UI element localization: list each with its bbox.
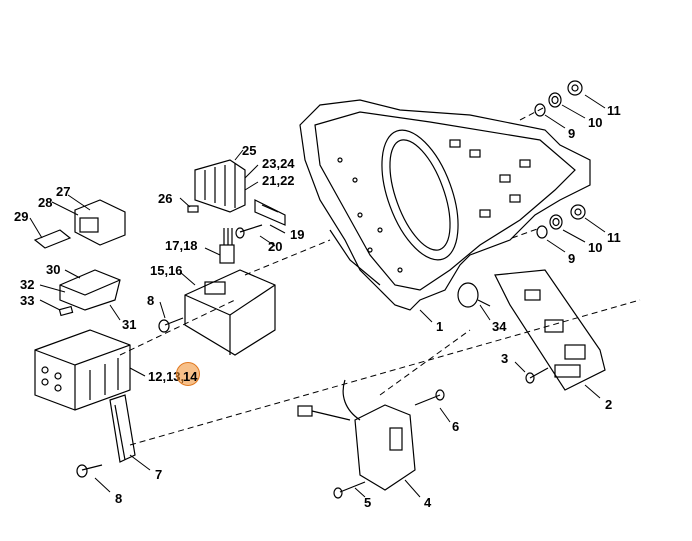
label-part-8-upper: 8 bbox=[147, 293, 155, 308]
label-part-28: 28 bbox=[38, 195, 53, 210]
label-part-8-lower: 8 bbox=[115, 491, 123, 506]
din-rail-part-7 bbox=[109, 394, 136, 463]
transformer-part-15-16 bbox=[184, 269, 276, 356]
highlight-marker[interactable] bbox=[176, 362, 200, 386]
fuse-part-33 bbox=[58, 305, 74, 317]
label-part-11-top: 11 bbox=[607, 103, 621, 118]
label-part-10-bottom: 10 bbox=[588, 240, 603, 255]
cover-part-29 bbox=[33, 229, 72, 249]
label-part-19: 19 bbox=[290, 227, 305, 242]
label-part-33: 33 bbox=[20, 293, 35, 308]
label-part-27: 27 bbox=[56, 184, 71, 199]
screw-part-3 bbox=[525, 367, 549, 384]
small-board-part-4 bbox=[297, 379, 445, 499]
label-part-3: 3 bbox=[501, 351, 509, 366]
label-part-11-bottom: 11 bbox=[607, 230, 621, 245]
cable-tie-part-34 bbox=[457, 282, 491, 308]
label-part-1: 1 bbox=[436, 319, 444, 334]
rail-part-19 bbox=[254, 199, 286, 226]
label-part-30: 30 bbox=[46, 262, 61, 277]
label-part-12-13: 12,13, bbox=[148, 369, 185, 384]
label-part-14[interactable]: 14 bbox=[183, 369, 198, 384]
relay-part-27 bbox=[74, 199, 126, 246]
label-part-32: 32 bbox=[20, 277, 35, 292]
housing-part-1 bbox=[299, 99, 591, 311]
circuit-board-part-2 bbox=[494, 269, 606, 391]
label-part-10-top: 10 bbox=[588, 115, 603, 130]
relay-part-30 bbox=[59, 269, 121, 311]
label-part-17-18: 17,18 bbox=[165, 238, 198, 253]
screw-part-8-upper bbox=[158, 317, 184, 333]
contactor-part-12-13-14 bbox=[34, 329, 131, 411]
label-part-5: 5 bbox=[364, 495, 372, 510]
label-part-4: 4 bbox=[424, 495, 432, 510]
clip-part-26 bbox=[187, 205, 199, 213]
label-part-23-24: 23,24 bbox=[262, 156, 295, 171]
label-part-21-22: 21,22 bbox=[262, 173, 295, 188]
label-part-6: 6 bbox=[452, 419, 460, 434]
label-part-9-top: 9 bbox=[568, 126, 576, 141]
label-part-20: 20 bbox=[268, 239, 283, 254]
label-part-31: 31 bbox=[122, 317, 137, 332]
terminal-block-part-25 bbox=[194, 159, 246, 213]
label-part-29: 29 bbox=[14, 209, 29, 224]
hardware-top bbox=[534, 80, 583, 117]
connector-part-17-18 bbox=[219, 228, 235, 264]
hardware-bottom bbox=[536, 204, 586, 239]
label-part-26: 26 bbox=[158, 191, 173, 206]
screw-part-20 bbox=[235, 224, 263, 239]
assembly-guide-lines bbox=[119, 106, 641, 446]
leader-lines bbox=[29, 94, 606, 498]
label-part-15-16: 15,16 bbox=[150, 263, 183, 278]
label-part-9-bottom: 9 bbox=[568, 251, 576, 266]
label-part-25: 25 bbox=[242, 143, 257, 158]
label-part-34: 34 bbox=[492, 319, 507, 334]
label-part-7: 7 bbox=[155, 467, 163, 482]
screw-part-8-lower bbox=[76, 464, 103, 478]
label-part-2: 2 bbox=[605, 397, 613, 412]
